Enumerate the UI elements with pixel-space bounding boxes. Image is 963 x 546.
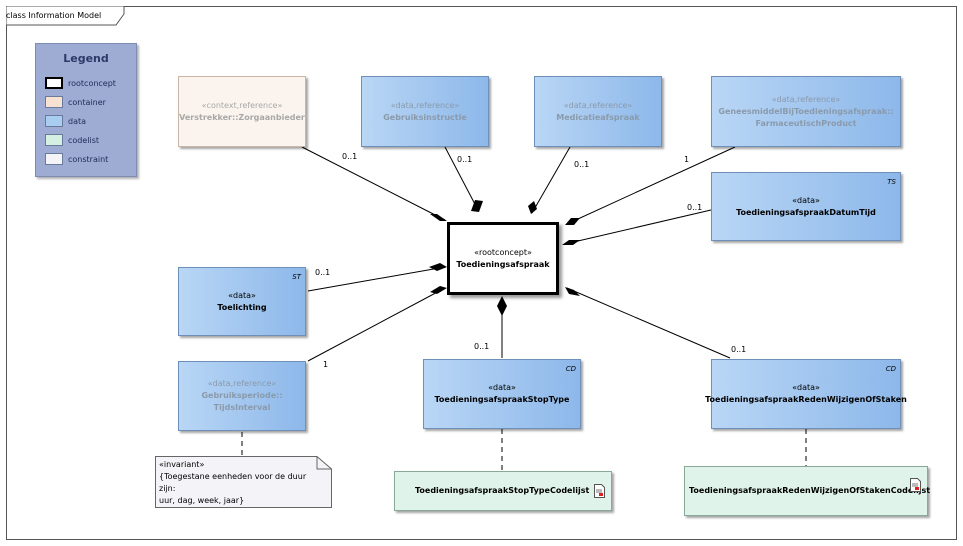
document-icon [910,478,921,492]
legend-label: constraint [68,154,109,164]
legend-label: rootconcept [68,78,116,88]
stereotype: «data,reference» [771,94,841,104]
stereotype: «data» [792,195,820,205]
note-line: uur, dag, week, jaar} [159,496,245,505]
diamond-verstrekker [430,214,447,221]
edge-gebruiksinstructie [444,146,479,211]
class-name-line1: Gebruiksperiode:: [201,391,283,400]
legend-item-codelist: codelist [45,133,99,147]
diagram-frame [6,6,957,540]
legend-item-rootconcept: rootconcept [45,76,116,90]
class-name: ToedieningsafspraakDatumTijd [736,207,876,217]
class-name: Verstrekker::Zorgaanbieder [179,112,305,122]
edge-farmaceutisch [566,146,736,225]
multiplicity-verstrekker: 0..1 [342,152,358,161]
edge-datumtijd [564,209,712,245]
edge-medicatieafspraak [531,146,571,214]
class-name: Gebruiksinstructie [383,112,467,122]
type-tag: CD [885,365,896,373]
class-name-line2: FarmaceutischProduct [755,118,857,128]
type-tag: TS [887,178,896,186]
codelist-reden[interactable]: ToedieningsafspraakRedenWijzigenOfStaken… [684,466,931,516]
diamond-datumtijd [562,240,580,245]
class-name-line1: GeneesmiddelBijToedieningsafspraak:: [718,106,894,116]
multiplicity-medicatieafspraak: 0..1 [574,160,590,169]
class-verstrekker[interactable]: «context,reference» Verstrekker::Zorgaan… [178,76,306,147]
diamond-farmaceutisch [565,218,580,225]
type-tag: ST [292,273,301,281]
class-name: ToedieningsafspraakStopType [434,395,570,404]
multiplicity-datumtijd: 0..1 [687,203,703,212]
legend-swatch [45,153,63,165]
codelist-stoptype[interactable]: ToedieningsafspraakStopTypeCodelijst [394,471,612,511]
multiplicity-farmaceutisch: 1 [684,155,690,164]
class-name: Toedieningsafspraak [456,259,550,269]
diagram-title: class Information Model [6,11,102,20]
class-reden-wijzigen[interactable]: CD «data» ToedieningsafspraakRedenWijzig… [705,359,907,429]
legend-label: data [68,116,87,126]
codelist-name: ToedieningsafspraakRedenWijzigenOfStaken… [689,486,931,495]
stereotype: «data,reference» [563,100,633,110]
multiplicity-reden: 0..1 [731,345,747,354]
class-name: Toelichting [217,302,267,312]
stereotype: «rootconcept» [474,247,532,257]
diamond-gebruiksperiode [430,286,447,294]
legend-label: codelist [68,135,100,145]
legend-label: container [68,97,106,107]
class-name: Medicatieafspraak [556,112,640,122]
class-datumtijd[interactable]: TS «data» ToedieningsafspraakDatumTijd [711,172,901,241]
type-tag: CD [565,365,576,373]
legend-item-container: container [45,95,106,109]
class-gebruiksinstructie[interactable]: «data,reference» Gebruiksinstructie [361,76,489,147]
legend-swatch [45,134,63,146]
class-medicatieafspraak[interactable]: «data,reference» Medicatieafspraak [534,76,662,147]
stereotype: «data» [488,383,516,392]
stereotype: «context,reference» [201,100,283,110]
constraint-note[interactable] [155,456,332,508]
legend-swatch [45,77,63,89]
stereotype: «data» [792,383,820,392]
diamond-gebruiksinstructie [471,200,483,212]
diamond-reden [565,287,580,296]
class-name-line2: TijdsInterval [213,403,271,412]
class-farmaceutisch-product[interactable]: «data,reference» GeneesmiddelBijToedieni… [711,76,901,147]
class-gebruiksperiode[interactable]: «data,reference» Gebruiksperiode:: Tijds… [178,361,306,431]
diamond-toelichting [429,263,447,271]
multiplicity-gebruiksperiode: 1 [323,360,329,369]
legend-item-constraint: constraint [45,152,108,166]
stereotype: «data,reference» [390,100,460,110]
diamond-medicatieafspraak [528,201,537,214]
multiplicity-stoptype: 0..1 [474,342,490,351]
stereotype: «data» [228,290,256,300]
class-stoptype[interactable]: CD «data» ToedieningsafspraakStopType [423,359,581,429]
constraint-note-text: «invariant» {Toegestane eenheden voor de… [159,459,324,507]
edge-toelichting [307,266,446,292]
legend: Legend rootconcept container data codeli… [35,43,137,177]
diamond-stoptype [497,296,507,316]
legend-swatch [45,115,63,127]
codelist-name: ToedieningsafspraakStopTypeCodelijst [415,486,590,495]
document-icon [594,484,605,498]
stereotype: «data,reference» [207,379,277,388]
legend-swatch [45,96,63,108]
frame-tab [6,6,125,26]
note-line: {Toegestane eenheden voor de duur zijn: [159,472,307,493]
multiplicity-gebruiksinstructie: 0..1 [457,155,473,164]
legend-item-data: data [45,114,86,128]
note-line: «invariant» [159,460,205,469]
class-toelichting[interactable]: ST «data» Toelichting [178,267,306,336]
edge-gebruiksperiode [307,287,446,362]
class-name: ToedieningsafspraakRedenWijzigenOfStaken [705,395,907,404]
legend-title: Legend [63,52,109,65]
class-root-toedieningsafspraak[interactable]: «rootconcept» Toedieningsafspraak [447,222,559,295]
edge-verstrekker [301,146,446,221]
edge-reden [566,287,731,359]
multiplicity-toelichting: 0..1 [315,268,331,277]
